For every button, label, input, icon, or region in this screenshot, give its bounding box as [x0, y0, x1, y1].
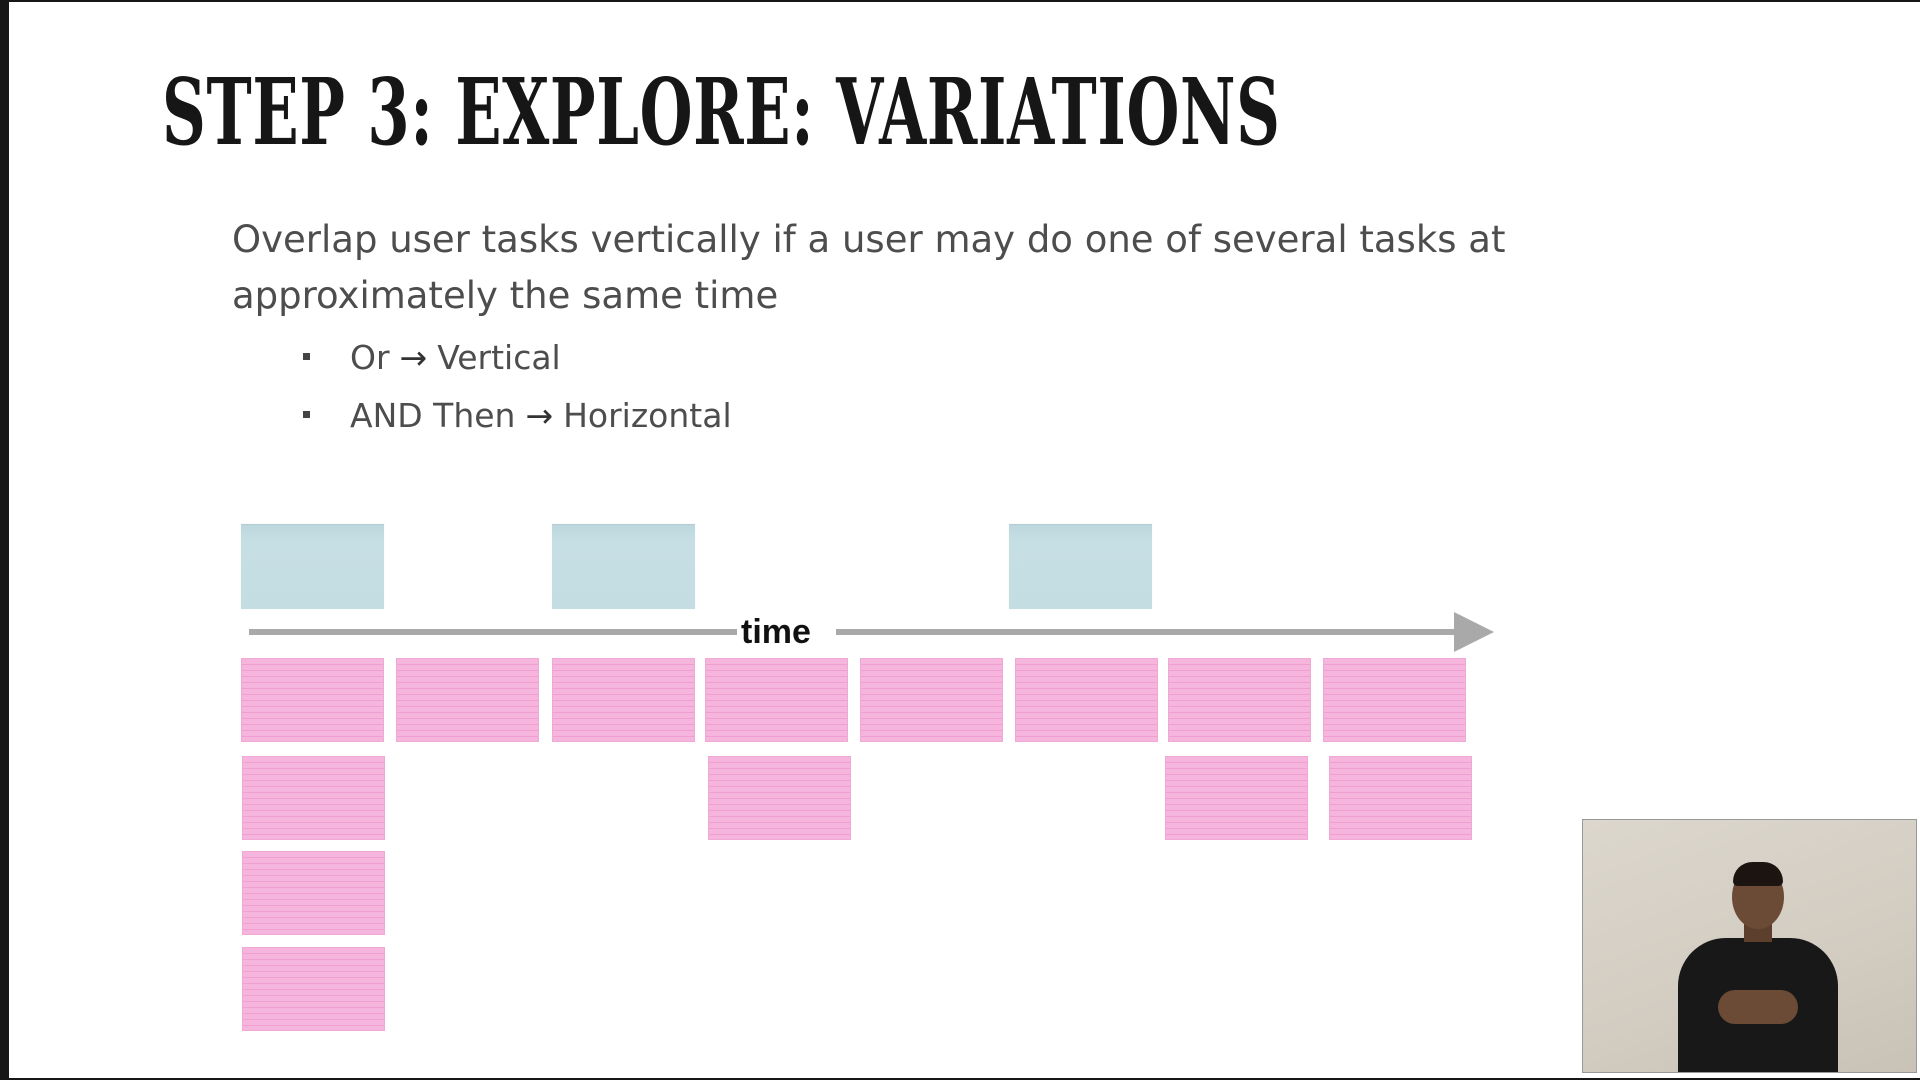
task-card	[1329, 756, 1472, 840]
timeline-arrow: time	[249, 612, 1494, 652]
timeline-line	[836, 629, 1461, 635]
bullet-text: Horizontal	[563, 396, 732, 435]
task-card	[1323, 658, 1466, 742]
body-line-2: approximately the same time	[232, 274, 779, 317]
activity-card	[552, 524, 695, 609]
timeline-line	[249, 629, 737, 635]
task-card	[552, 658, 695, 742]
task-card	[396, 658, 539, 742]
bullet-marker	[303, 411, 310, 418]
bullet-text: Vertical	[437, 338, 561, 377]
task-card	[705, 658, 848, 742]
activity-card	[241, 524, 384, 609]
slide-title: STEP 3: EXPLORE: VARIATIONS	[162, 58, 1281, 166]
task-card	[241, 658, 384, 742]
activity-card	[1009, 524, 1152, 609]
right-arrow-icon: →	[399, 338, 428, 377]
bullet-marker	[303, 353, 310, 360]
bullet-text: Or	[350, 338, 390, 377]
arrowhead-icon	[1454, 612, 1494, 652]
bullet-and-then-horizontal: AND Then→Horizontal	[303, 396, 732, 435]
task-card	[242, 947, 385, 1031]
task-card	[242, 851, 385, 935]
bullet-or-vertical: Or→Vertical	[303, 338, 561, 377]
task-card	[708, 756, 851, 840]
body-line-1: Overlap user tasks vertically if a user …	[232, 218, 1506, 261]
task-card	[1015, 658, 1158, 742]
task-card	[242, 756, 385, 840]
right-arrow-icon: →	[525, 396, 554, 435]
bullet-text: AND Then	[350, 396, 516, 435]
timeline-label: time	[741, 613, 811, 651]
presenter-hands	[1718, 990, 1798, 1024]
presenter-hair	[1733, 862, 1783, 886]
task-card	[1165, 756, 1308, 840]
task-card	[860, 658, 1003, 742]
task-card	[1168, 658, 1311, 742]
presenter-video	[1582, 819, 1917, 1073]
slide-body-text: Overlap user tasks vertically if a user …	[232, 212, 1532, 324]
presentation-slide: STEP 3: EXPLORE: VARIATIONS Overlap user…	[9, 2, 1920, 1078]
